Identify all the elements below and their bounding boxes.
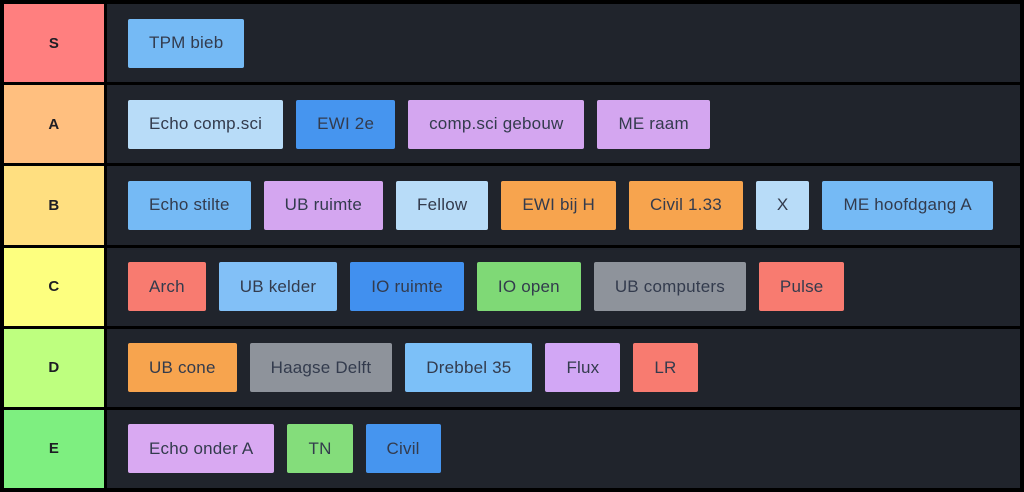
tier-label[interactable]: D <box>4 328 104 407</box>
tier-row-content[interactable]: Echo stilte UB ruimte Fellow EWI bij H C… <box>107 166 1020 245</box>
tier-item[interactable]: ME hoofdgang A <box>822 180 993 230</box>
tier-label[interactable]: A <box>4 85 104 164</box>
tier-item-label: ME hoofdgang A <box>843 195 972 215</box>
tier-label[interactable]: B <box>4 166 104 245</box>
tier-row: B Echo stilte UB ruimte Fellow EWI bij H… <box>4 166 1020 245</box>
tier-item-label: TN <box>308 438 332 458</box>
tier-item[interactable]: Echo comp.sci <box>128 99 284 149</box>
tier-item-label: EWI bij H <box>522 195 595 215</box>
tier-item[interactable]: comp.sci gebouw <box>408 99 585 149</box>
tier-label-text: S <box>48 34 60 52</box>
tier-item-label: IO open <box>497 276 560 296</box>
tier-label-text: B <box>48 196 60 214</box>
tier-item-label: Civil <box>386 438 420 458</box>
tier-row-content[interactable]: Echo comp.sci EWI 2e comp.sci gebouw ME … <box>107 85 1020 164</box>
tier-item-label: Civil 1.33 <box>649 195 722 215</box>
tier-item[interactable]: Echo onder A <box>128 424 275 474</box>
tier-item-label: LR <box>654 357 677 377</box>
tier-item[interactable]: UB ruimte <box>263 180 384 230</box>
tier-label[interactable]: S <box>4 4 104 83</box>
tier-row-content[interactable]: UB cone Haagse Delft Drebbel 35 Flux LR <box>107 328 1020 407</box>
tier-row: A Echo comp.sci EWI 2e comp.sci gebouw M… <box>4 85 1020 164</box>
tier-item-label: TPM bieb <box>149 33 224 53</box>
tier-item-label: Fellow <box>417 195 468 215</box>
tier-item[interactable]: UB cone <box>128 343 237 393</box>
tier-label-text: E <box>48 440 60 458</box>
tier-item-label: UB cone <box>149 357 216 377</box>
tier-item-label: Echo onder A <box>149 438 254 458</box>
tier-item-label: UB computers <box>614 276 725 296</box>
tier-item-label: Flux <box>566 357 600 377</box>
tier-row: C Arch UB kelder IO ruimte IO open UB co… <box>4 247 1020 326</box>
tier-label[interactable]: C <box>4 247 104 326</box>
tier-item-label: UB kelder <box>239 276 317 296</box>
tier-label-text: A <box>48 115 60 133</box>
tier-row-content[interactable]: Echo onder A TN Civil <box>107 409 1020 489</box>
tier-item-label: IO ruimte <box>371 276 443 296</box>
tier-item[interactable]: Fellow <box>396 180 489 230</box>
tier-item[interactable]: ME raam <box>597 99 710 149</box>
tier-item[interactable]: UB kelder <box>218 262 338 312</box>
tier-row: D UB cone Haagse Delft Drebbel 35 Flux L… <box>4 328 1020 407</box>
tier-row-content[interactable]: Arch UB kelder IO ruimte IO open UB comp… <box>107 247 1020 326</box>
tier-row: S TPM bieb <box>4 4 1020 83</box>
tier-item[interactable]: Civil 1.33 <box>628 180 743 230</box>
tier-item-label: Echo comp.sci <box>149 114 263 134</box>
tier-item-label: comp.sci gebouw <box>429 114 564 134</box>
tier-label-text: D <box>48 359 60 377</box>
tier-item[interactable]: Drebbel 35 <box>405 343 533 393</box>
tier-item-label: EWI 2e <box>317 114 375 134</box>
tier-item[interactable]: EWI bij H <box>501 180 616 230</box>
tier-item-label: Arch <box>149 276 185 296</box>
tier-label-text: C <box>48 278 60 296</box>
tier-item[interactable]: X <box>755 180 810 230</box>
tier-item[interactable]: UB computers <box>593 262 746 312</box>
tier-item[interactable]: Flux <box>545 343 621 393</box>
tier-item[interactable]: EWI 2e <box>296 99 396 149</box>
tier-row-content[interactable]: TPM bieb <box>107 4 1020 83</box>
tier-label[interactable]: E <box>4 409 104 489</box>
tier-item-label: Echo stilte <box>149 195 230 215</box>
tier-item-label: ME raam <box>618 114 689 134</box>
tier-item[interactable]: IO ruimte <box>350 262 464 312</box>
tier-item[interactable]: LR <box>633 343 698 393</box>
tier-item[interactable]: TPM bieb <box>128 18 245 68</box>
tier-item-label: Drebbel 35 <box>426 357 512 377</box>
tier-item[interactable]: TN <box>287 424 353 474</box>
tier-row: E Echo onder A TN Civil <box>4 409 1020 489</box>
tier-item-label: X <box>776 195 789 215</box>
tier-item[interactable]: Pulse <box>758 262 845 312</box>
tier-item[interactable]: IO open <box>476 262 581 312</box>
tier-item[interactable]: Civil <box>365 424 441 474</box>
tier-item-label: UB ruimte <box>284 195 363 215</box>
tier-item-label: Pulse <box>779 276 824 296</box>
tier-item[interactable]: Arch <box>128 262 206 312</box>
tier-item[interactable]: Echo stilte <box>128 180 251 230</box>
tier-item-label: Haagse Delft <box>270 357 372 377</box>
tier-item[interactable]: Haagse Delft <box>249 343 393 393</box>
